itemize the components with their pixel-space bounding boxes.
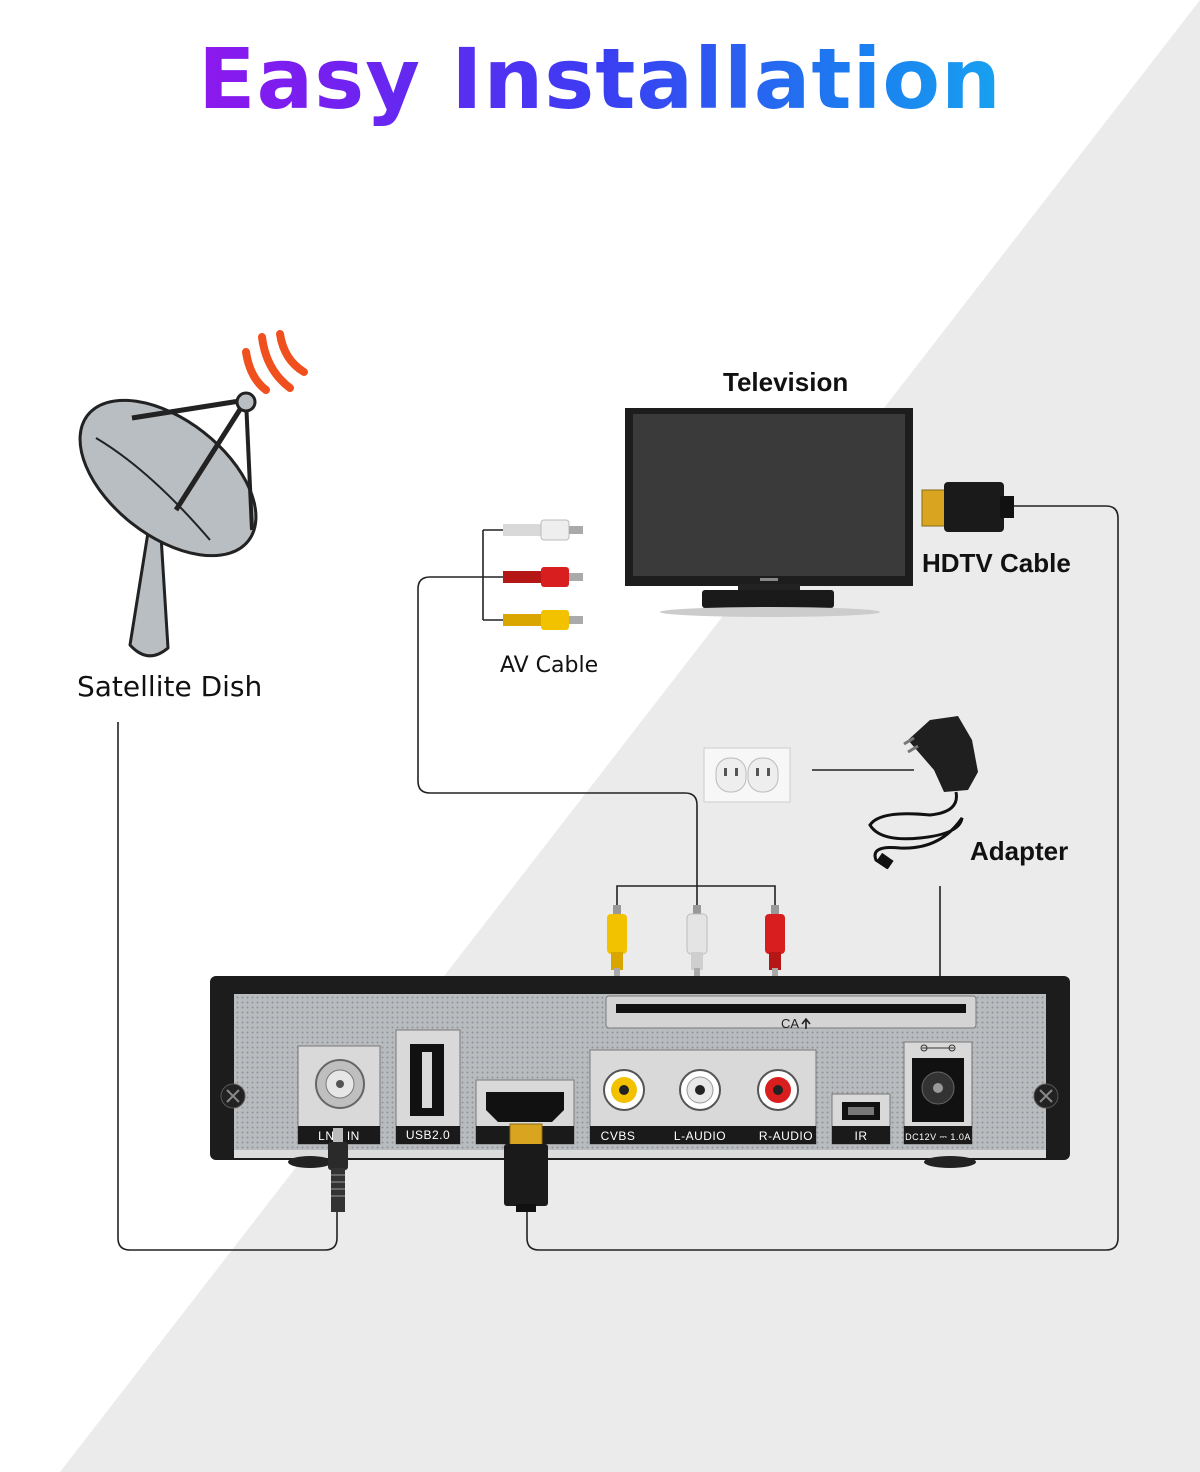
lnb-in-port[interactable]: [297, 1045, 381, 1145]
rca-plug-red-icon: [503, 567, 583, 587]
satellite-dish-label: Satellite Dish: [77, 670, 263, 703]
hdmi-plug-icon: [921, 482, 1014, 532]
wall-outlet-icon: [703, 747, 791, 803]
ir-port[interactable]: [831, 1093, 891, 1145]
receiver-rca-red-icon: [765, 905, 785, 978]
signal-waves-icon: [242, 330, 308, 394]
ca-label: CA: [781, 1016, 799, 1031]
hdmi-to-tv-line: [526, 505, 1119, 1251]
adapter-label: Adapter: [970, 836, 1069, 866]
l-audio-label: L-AUDIO: [674, 1129, 726, 1143]
usb-label: USB2.0: [406, 1128, 450, 1142]
receiver-box: LNB IN USB2.0 CVBS L-AUDIO R-AUDIO IR DC…: [210, 976, 1070, 1168]
l-audio-port[interactable]: [679, 1069, 721, 1111]
receiver-rca-yellow-icon: [607, 905, 627, 978]
page-title: Easy Installation: [0, 30, 1200, 128]
rca-plug-yellow-icon: [503, 610, 583, 630]
receiver-rca-white-icon: [686, 905, 708, 978]
rca-plug-white-icon: [503, 519, 583, 541]
hdtv-cable-label: HDTV Cable: [922, 548, 1071, 578]
r-audio-port[interactable]: [757, 1069, 799, 1111]
satellite-dish-icon: [78, 391, 258, 658]
hdmi-connector-icon: [504, 1123, 548, 1212]
av-cable-to-receiver-line: [417, 576, 698, 905]
lnb-connector-icon: [328, 1128, 348, 1212]
usb-port[interactable]: [395, 1029, 461, 1145]
dc-power-port[interactable]: [903, 1041, 973, 1145]
av-cable-label: AV Cable: [500, 653, 599, 678]
cvbs-port[interactable]: [603, 1069, 645, 1111]
ca-arrow-icon: [801, 1017, 811, 1029]
dc-label: DC12V ⎓ 1.0A: [905, 1132, 971, 1142]
av-ports-panel: [589, 1049, 817, 1145]
dish-pole: [128, 518, 170, 658]
dish-reflector: [78, 398, 258, 558]
av-receiver-bracket: [616, 885, 776, 905]
background-diagonal: [60, 0, 1200, 1472]
cvbs-label: CVBS: [601, 1129, 636, 1143]
television-label: Television: [723, 367, 849, 397]
ir-label: IR: [855, 1129, 868, 1143]
power-adapter-icon: [868, 716, 978, 870]
television-icon: [625, 408, 913, 617]
dish-to-lnb-line: [117, 722, 338, 1251]
r-audio-label: R-AUDIO: [759, 1129, 813, 1143]
